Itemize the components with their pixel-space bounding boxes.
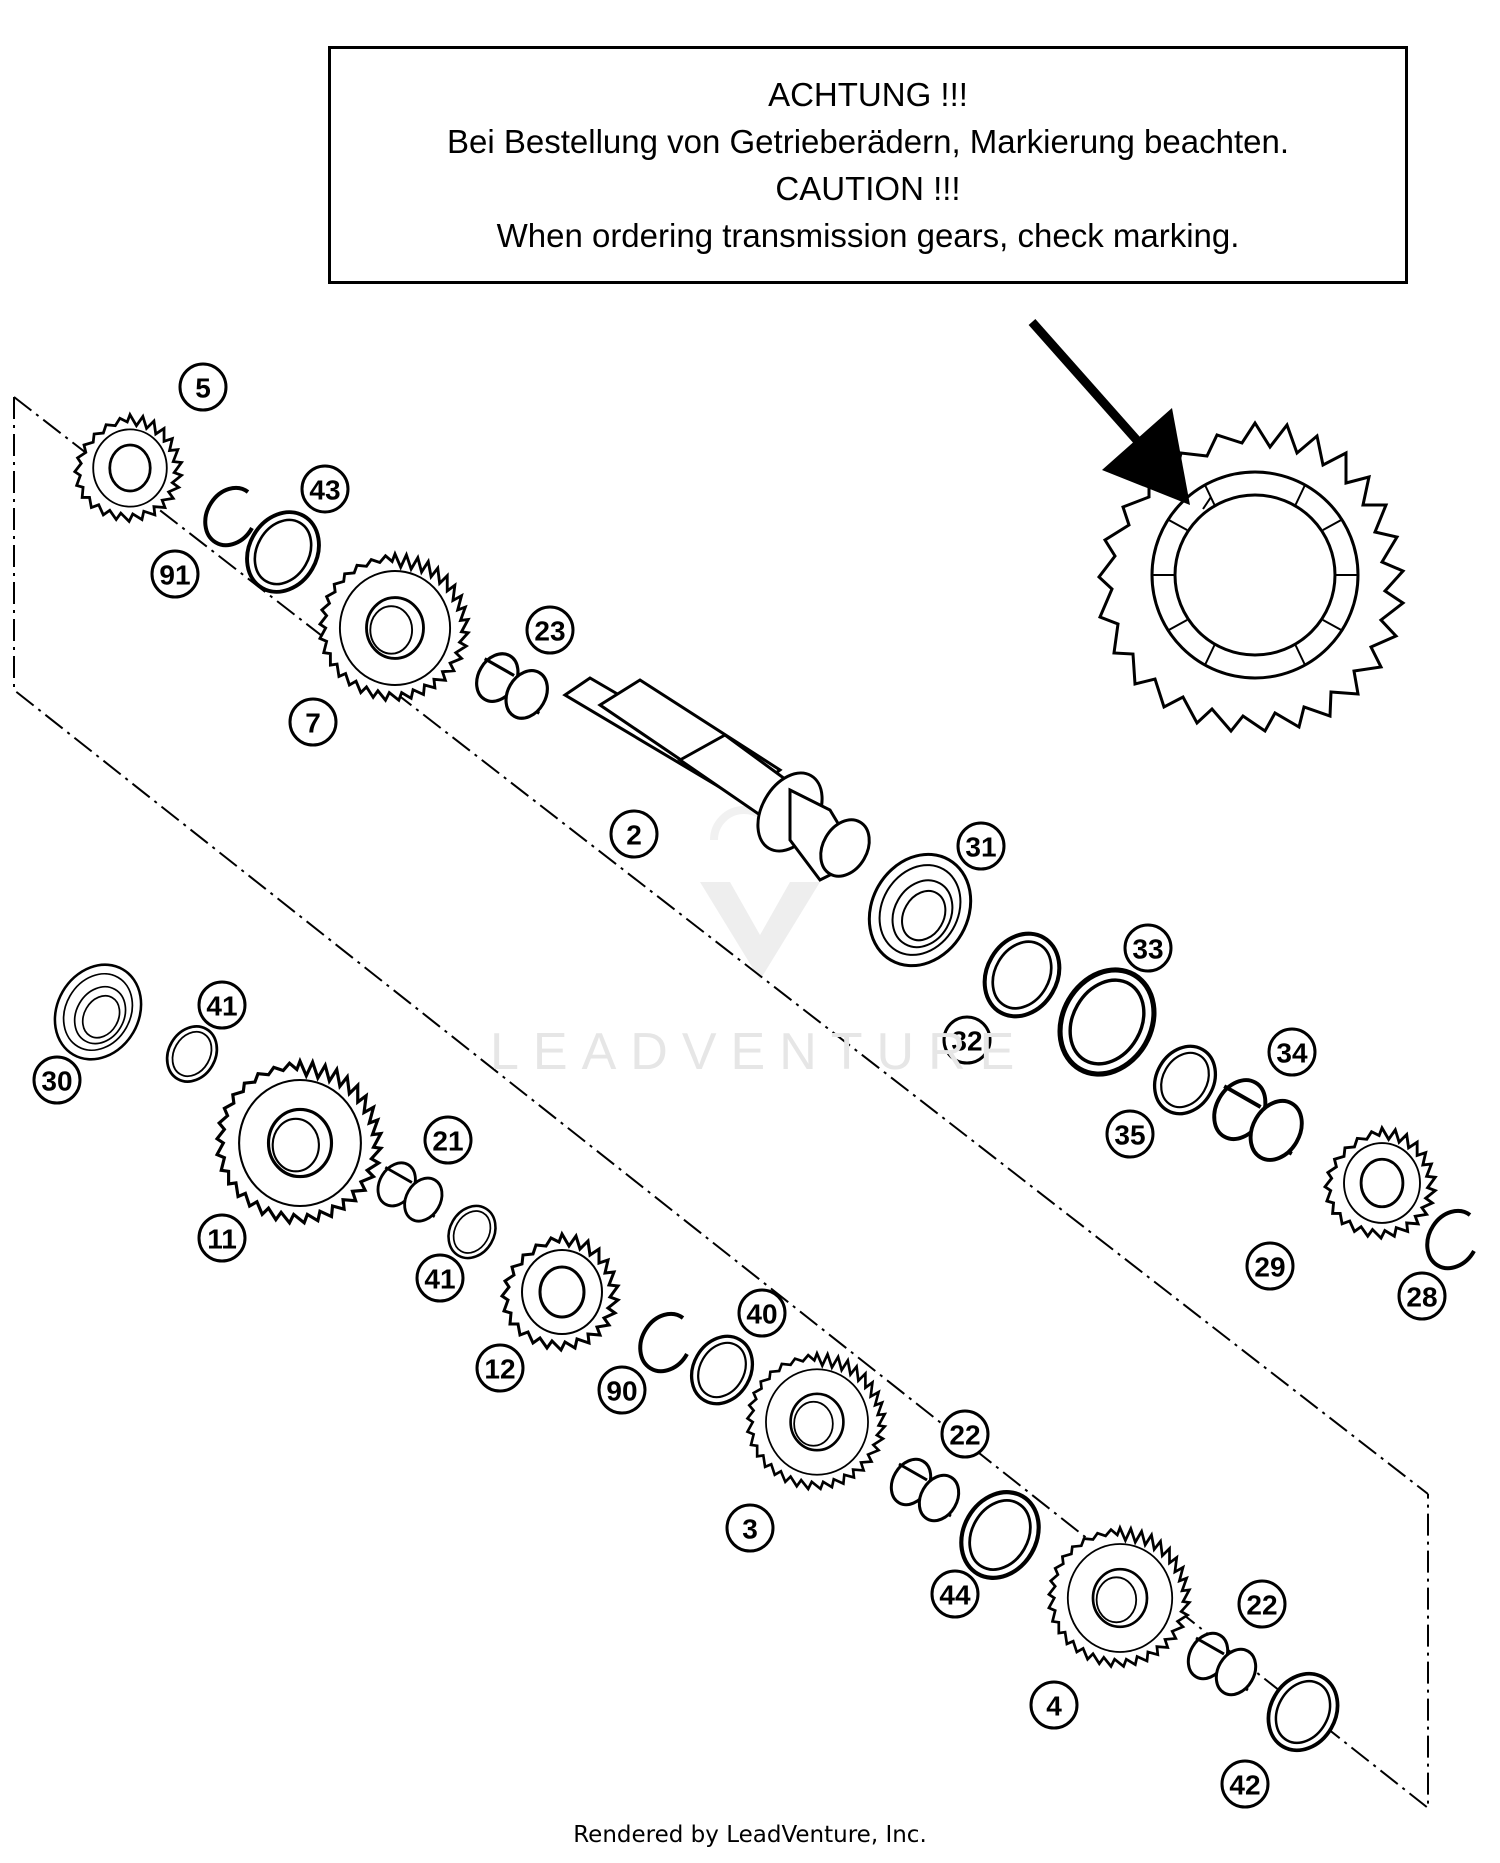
bush-22-bottom (1178, 1624, 1266, 1704)
callout-7: 7 (288, 697, 338, 747)
notice-text-en: When ordering transmission gears, check … (496, 217, 1240, 254)
callout-label: 32 (951, 1026, 982, 1057)
callout-32: 32 (942, 1015, 992, 1065)
callout-label: 22 (949, 1420, 980, 1451)
washer-32 (970, 920, 1074, 1030)
callout-label: 40 (746, 1299, 777, 1330)
callout-label: 23 (534, 616, 565, 647)
callout-4: 4 (1029, 1680, 1079, 1730)
callout-91: 91 (150, 549, 200, 599)
callout-label: 33 (1132, 934, 1163, 965)
callout-label: 3 (742, 1514, 758, 1545)
callout-label: 22 (1246, 1590, 1277, 1621)
notice-heading-de: ACHTUNG !!! (768, 76, 968, 113)
notice-text-de: Bei Bestellung von Getrieberädern, Marki… (447, 123, 1289, 160)
callout-31: 31 (956, 821, 1006, 871)
callout-label: 41 (424, 1264, 455, 1295)
callout-23: 23 (525, 605, 575, 655)
callout-21: 21 (423, 1115, 473, 1165)
callout-label: 29 (1254, 1252, 1285, 1283)
main-shaft-2 (562, 676, 871, 882)
callout-label: 7 (305, 708, 321, 739)
bush-21 (369, 1154, 451, 1230)
callout-22-bottom: 22 (1237, 1579, 1287, 1629)
circlip-28 (1425, 1208, 1476, 1271)
callout-label: 44 (939, 1580, 971, 1611)
circlip-91 (203, 485, 254, 548)
gear-5 (73, 413, 183, 523)
callout-43: 43 (300, 464, 350, 514)
callout-label: 90 (606, 1376, 637, 1407)
assembly-frame (13, 396, 1429, 1811)
gear-4 (1047, 1526, 1191, 1668)
callout-2: 2 (609, 809, 659, 859)
callout-11: 11 (197, 1213, 247, 1263)
gear-7 (318, 552, 470, 702)
callout-label: 43 (309, 475, 340, 506)
callout-label: 34 (1276, 1038, 1308, 1069)
watermark-text: LEADVENTURE (490, 1023, 1029, 1081)
callout-label: 5 (195, 373, 211, 404)
callout-label: 28 (1406, 1282, 1437, 1313)
washer-43 (230, 497, 336, 607)
callout-label: 12 (484, 1354, 515, 1385)
render-credit: Rendered by LeadVenture, Inc. (573, 1822, 927, 1848)
gear-12 (500, 1232, 620, 1352)
washer-40 (677, 1323, 767, 1417)
callout-33: 33 (1123, 923, 1173, 973)
callout-label: 91 (159, 560, 190, 591)
notice-heading-en: CAUTION !!! (775, 170, 961, 207)
callout-41-top: 41 (197, 980, 247, 1030)
callout-34: 34 (1267, 1027, 1317, 1077)
marking-arrow (1028, 319, 1190, 505)
sprocket-29 (1323, 1126, 1437, 1240)
gear-11 (215, 1059, 383, 1225)
callout-label: 4 (1046, 1691, 1062, 1722)
callout-44: 44 (930, 1569, 980, 1619)
caution-notice-box: ACHTUNG !!! Bei Bestellung von Getrieber… (328, 46, 1408, 284)
callout-label: 21 (432, 1126, 463, 1157)
gear-3 (746, 1352, 887, 1491)
callout-label: 30 (41, 1066, 72, 1097)
callout-5: 5 (178, 362, 228, 412)
callout-40: 40 (737, 1288, 787, 1338)
callout-3: 3 (725, 1503, 775, 1553)
seal-33 (1042, 953, 1173, 1091)
callout-30: 30 (32, 1055, 82, 1105)
callout-label: 35 (1114, 1120, 1145, 1151)
bush-22-top (881, 1450, 969, 1530)
bush-23 (466, 644, 558, 728)
callout-12: 12 (475, 1343, 525, 1393)
callout-29: 29 (1245, 1241, 1295, 1291)
callout-label: 42 (1229, 1770, 1260, 1801)
callout-41-bottom: 41 (415, 1253, 465, 1303)
callout-label: 11 (207, 1224, 237, 1255)
circlip-90 (638, 1311, 689, 1374)
callout-42: 42 (1220, 1759, 1270, 1809)
callout-label: 31 (965, 832, 996, 863)
bush-34 (1201, 1068, 1315, 1172)
callout-35: 35 (1105, 1109, 1155, 1159)
callout-90: 90 (597, 1365, 647, 1415)
washer-42 (1252, 1659, 1354, 1765)
callout-label: 41 (206, 991, 237, 1022)
marking-detail-gear (1096, 420, 1406, 734)
callout-28: 28 (1397, 1271, 1447, 1321)
callout-22-top: 22 (940, 1409, 990, 1459)
callout-label: 2 (626, 820, 642, 851)
